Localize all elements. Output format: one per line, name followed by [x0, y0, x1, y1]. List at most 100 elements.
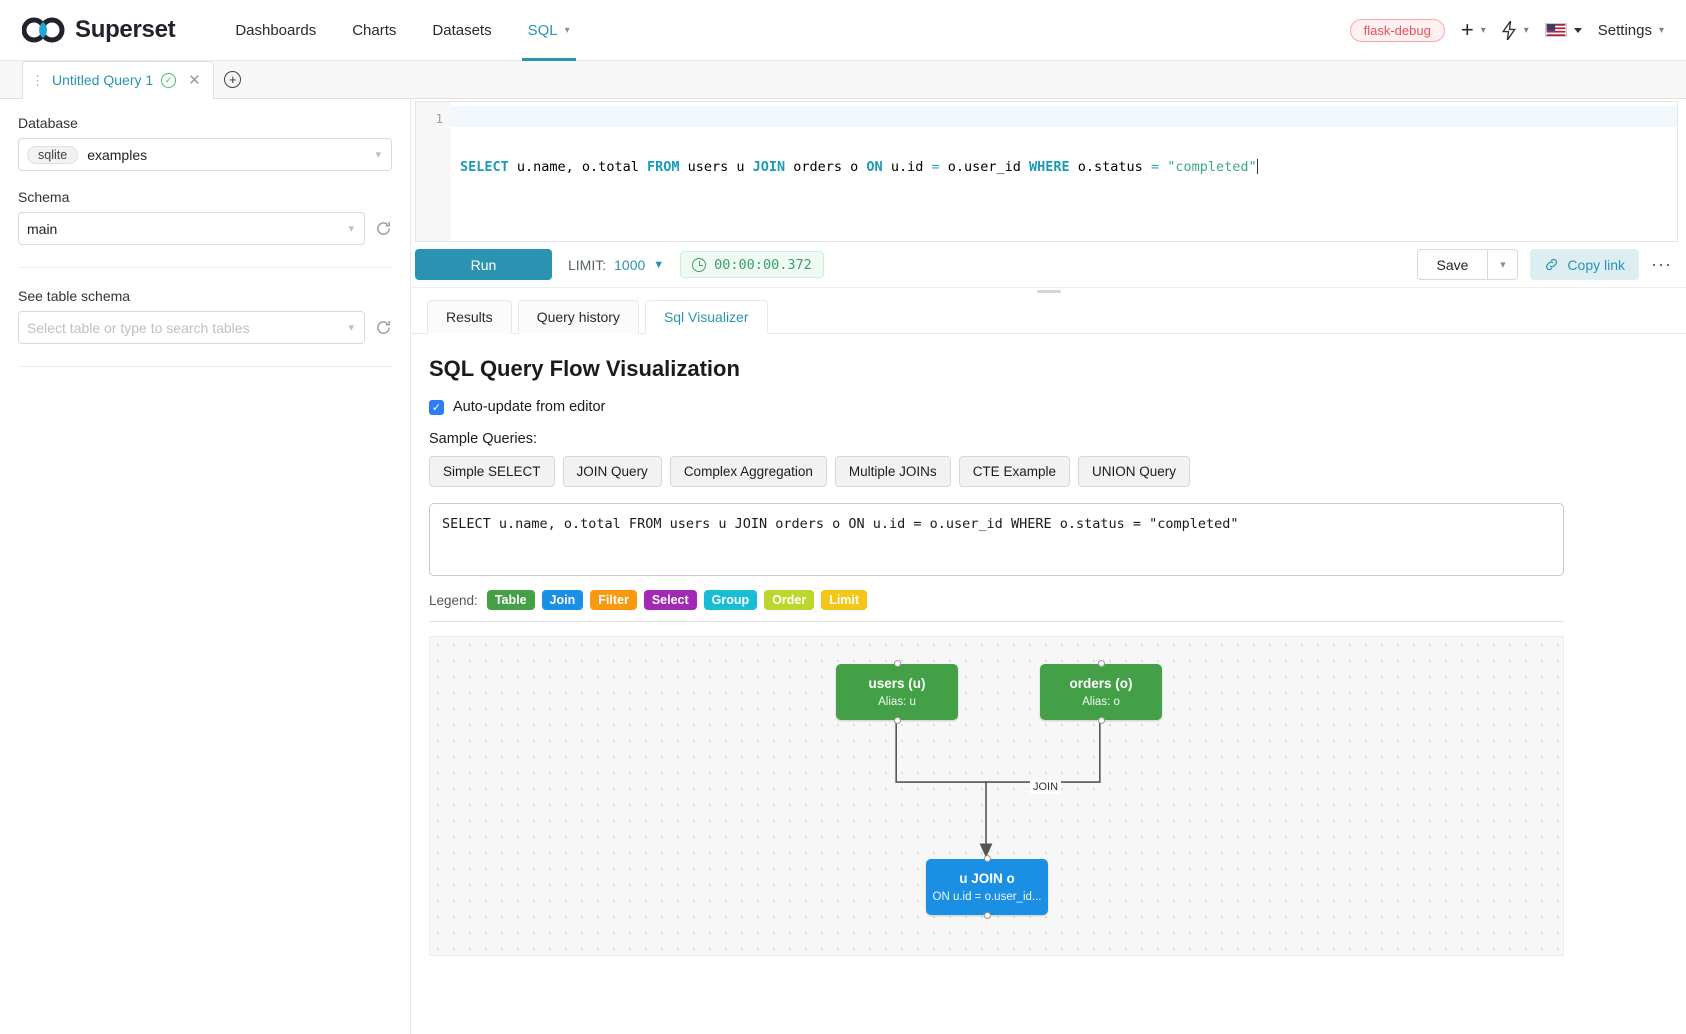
- copy-link-button[interactable]: Copy link: [1530, 249, 1640, 280]
- bolt-menu-button[interactable]: ▾: [1501, 20, 1529, 40]
- sample-query-button-3[interactable]: Multiple JOINs: [834, 456, 951, 487]
- node-port-bottom[interactable]: [893, 717, 901, 724]
- chevron-down-icon: ▾: [1658, 24, 1664, 36]
- query-tab-bar: ⋮ Untitled Query 1 ✓ ✕ +: [0, 61, 1686, 99]
- toolbar-right-actions: Save ▾ Copy link ···: [1416, 249, 1679, 280]
- nav-item-datasets[interactable]: Datasets: [414, 0, 509, 61]
- run-button[interactable]: Run: [415, 249, 552, 280]
- sql-token: ON: [866, 159, 883, 175]
- panel-resize-handle[interactable]: [411, 288, 1686, 293]
- node-port-top[interactable]: [983, 855, 991, 862]
- close-icon[interactable]: ✕: [188, 72, 201, 89]
- sample-query-button-1[interactable]: JOIN Query: [562, 456, 662, 487]
- schema-value: main: [27, 220, 58, 237]
- schema-row: main ▾: [18, 212, 392, 245]
- settings-menu[interactable]: Settings ▾: [1598, 22, 1664, 39]
- line-number: 1: [435, 111, 443, 126]
- sample-query-button-2[interactable]: Complex Aggregation: [669, 456, 827, 487]
- editor-code-area[interactable]: SELECT u.name, o.total FROM users u JOIN…: [451, 102, 1677, 241]
- database-value: examples: [87, 146, 148, 163]
- link-icon: [1546, 258, 1558, 271]
- add-query-tab-button[interactable]: +: [214, 60, 252, 98]
- sample-query-button-0[interactable]: Simple SELECT: [429, 456, 555, 487]
- plus-circle-icon: +: [224, 70, 242, 88]
- sql-token: =: [1150, 159, 1160, 175]
- legend-chip-group: Group: [703, 590, 758, 610]
- sample-query-button-5[interactable]: UNION Query: [1077, 456, 1190, 487]
- nav-label: Dashboards: [235, 21, 317, 39]
- nav-label: SQL: [527, 21, 558, 39]
- sample-query-button-4[interactable]: CTE Example: [958, 456, 1070, 487]
- triangle-down-icon: [1573, 27, 1582, 33]
- success-check-icon: ✓: [161, 72, 177, 88]
- new-item-button[interactable]: + ▾: [1461, 19, 1486, 41]
- legend-divider: [429, 621, 1564, 622]
- legend-chip-table: Table: [486, 590, 535, 610]
- tab-results[interactable]: Results: [427, 300, 512, 334]
- node-port-bottom[interactable]: [1097, 717, 1105, 724]
- language-selector[interactable]: [1544, 23, 1582, 37]
- more-options-button[interactable]: ···: [1651, 254, 1672, 274]
- flow-node-orders[interactable]: orders (o)Alias: o: [1040, 660, 1162, 724]
- table-search-input[interactable]: Select table or type to search tables ▾: [18, 311, 365, 344]
- chevron-down-icon: ▾: [564, 24, 570, 36]
- query-flow-canvas[interactable]: users (u)Alias: u orders (o)Alias: o u JOI…: [429, 636, 1564, 956]
- table-search-placeholder: Select table or type to search tables: [27, 319, 250, 336]
- flow-node-title: u JOIN o: [959, 871, 1015, 886]
- query-tab-untitled-query-1[interactable]: ⋮ Untitled Query 1 ✓ ✕: [22, 61, 214, 99]
- save-dropdown-button[interactable]: ▾: [1488, 249, 1519, 280]
- sql-editor[interactable]: 1 SELECT u.name, o.total FROM users u JO…: [415, 101, 1678, 242]
- legend-chip-order: Order: [764, 590, 815, 610]
- triangle-down-icon: ▼: [653, 258, 665, 271]
- drag-handle-icon[interactable]: ⋮: [31, 72, 44, 88]
- sql-token: WHERE: [1029, 159, 1070, 175]
- nav-right-area: flask-debug + ▾ ▾: [1349, 18, 1664, 42]
- nav-item-sql[interactable]: SQL ▾: [510, 0, 588, 61]
- node-port-top[interactable]: [1097, 660, 1105, 667]
- refresh-icon[interactable]: [375, 220, 392, 237]
- bolt-icon: [1501, 20, 1516, 40]
- schema-select[interactable]: main ▾: [18, 212, 365, 245]
- resize-grip: [1036, 290, 1061, 293]
- flow-edge-label: JOIN: [1030, 780, 1062, 794]
- timer-value: 00:00:00.372: [714, 256, 812, 273]
- text-cursor: [1256, 159, 1258, 174]
- active-line-highlight: [451, 106, 1677, 127]
- chevron-down-icon: ▾: [348, 223, 354, 235]
- flask-debug-badge: flask-debug: [1349, 18, 1445, 42]
- auto-update-checkbox[interactable]: ✓: [429, 399, 444, 415]
- nav-item-charts[interactable]: Charts: [334, 0, 414, 61]
- left-query-config-panel: Database sqlite examples ▾ Schema main ▾…: [0, 99, 411, 1034]
- flow-node-users[interactable]: users (u)Alias: u: [836, 660, 958, 724]
- us-flag-icon: [1544, 23, 1567, 37]
- limit-dropdown[interactable]: LIMIT: 1000 ▼: [568, 257, 664, 273]
- database-backend-chip: sqlite: [27, 145, 79, 164]
- node-port-top[interactable]: [893, 660, 901, 667]
- tab-sql-visualizer[interactable]: Sql Visualizer: [644, 300, 768, 334]
- chevron-down-icon: ▾: [348, 322, 354, 334]
- sql-token: u.id: [882, 159, 932, 175]
- node-port-bottom[interactable]: [983, 912, 991, 919]
- brand-logo-area[interactable]: Superset: [22, 16, 176, 44]
- sql-token: SELECT: [460, 159, 509, 175]
- database-select[interactable]: sqlite examples ▾: [18, 138, 392, 171]
- superset-logo-icon: [22, 17, 65, 43]
- panel-divider: [18, 267, 392, 268]
- sql-token: u.name, o.total: [508, 159, 647, 175]
- query-tab-label: Untitled Query 1: [52, 72, 154, 88]
- limit-value: 1000: [614, 256, 646, 273]
- nav-label: Charts: [352, 21, 397, 39]
- limit-label: LIMIT:: [568, 256, 607, 273]
- auto-update-row[interactable]: ✓ Auto-update from editor: [429, 399, 1664, 415]
- sql-token: FROM: [646, 159, 680, 175]
- save-button[interactable]: Save: [1416, 249, 1489, 280]
- legend-chip-limit: Limit: [821, 590, 868, 610]
- nav-item-dashboards[interactable]: Dashboards: [217, 0, 334, 61]
- query-textarea[interactable]: [429, 503, 1564, 576]
- tab-query-history[interactable]: Query history: [517, 300, 639, 334]
- refresh-icon[interactable]: [375, 319, 392, 336]
- database-label: Database: [18, 115, 78, 131]
- top-navigation-bar: Superset Dashboards Charts Datasets SQL …: [0, 0, 1686, 61]
